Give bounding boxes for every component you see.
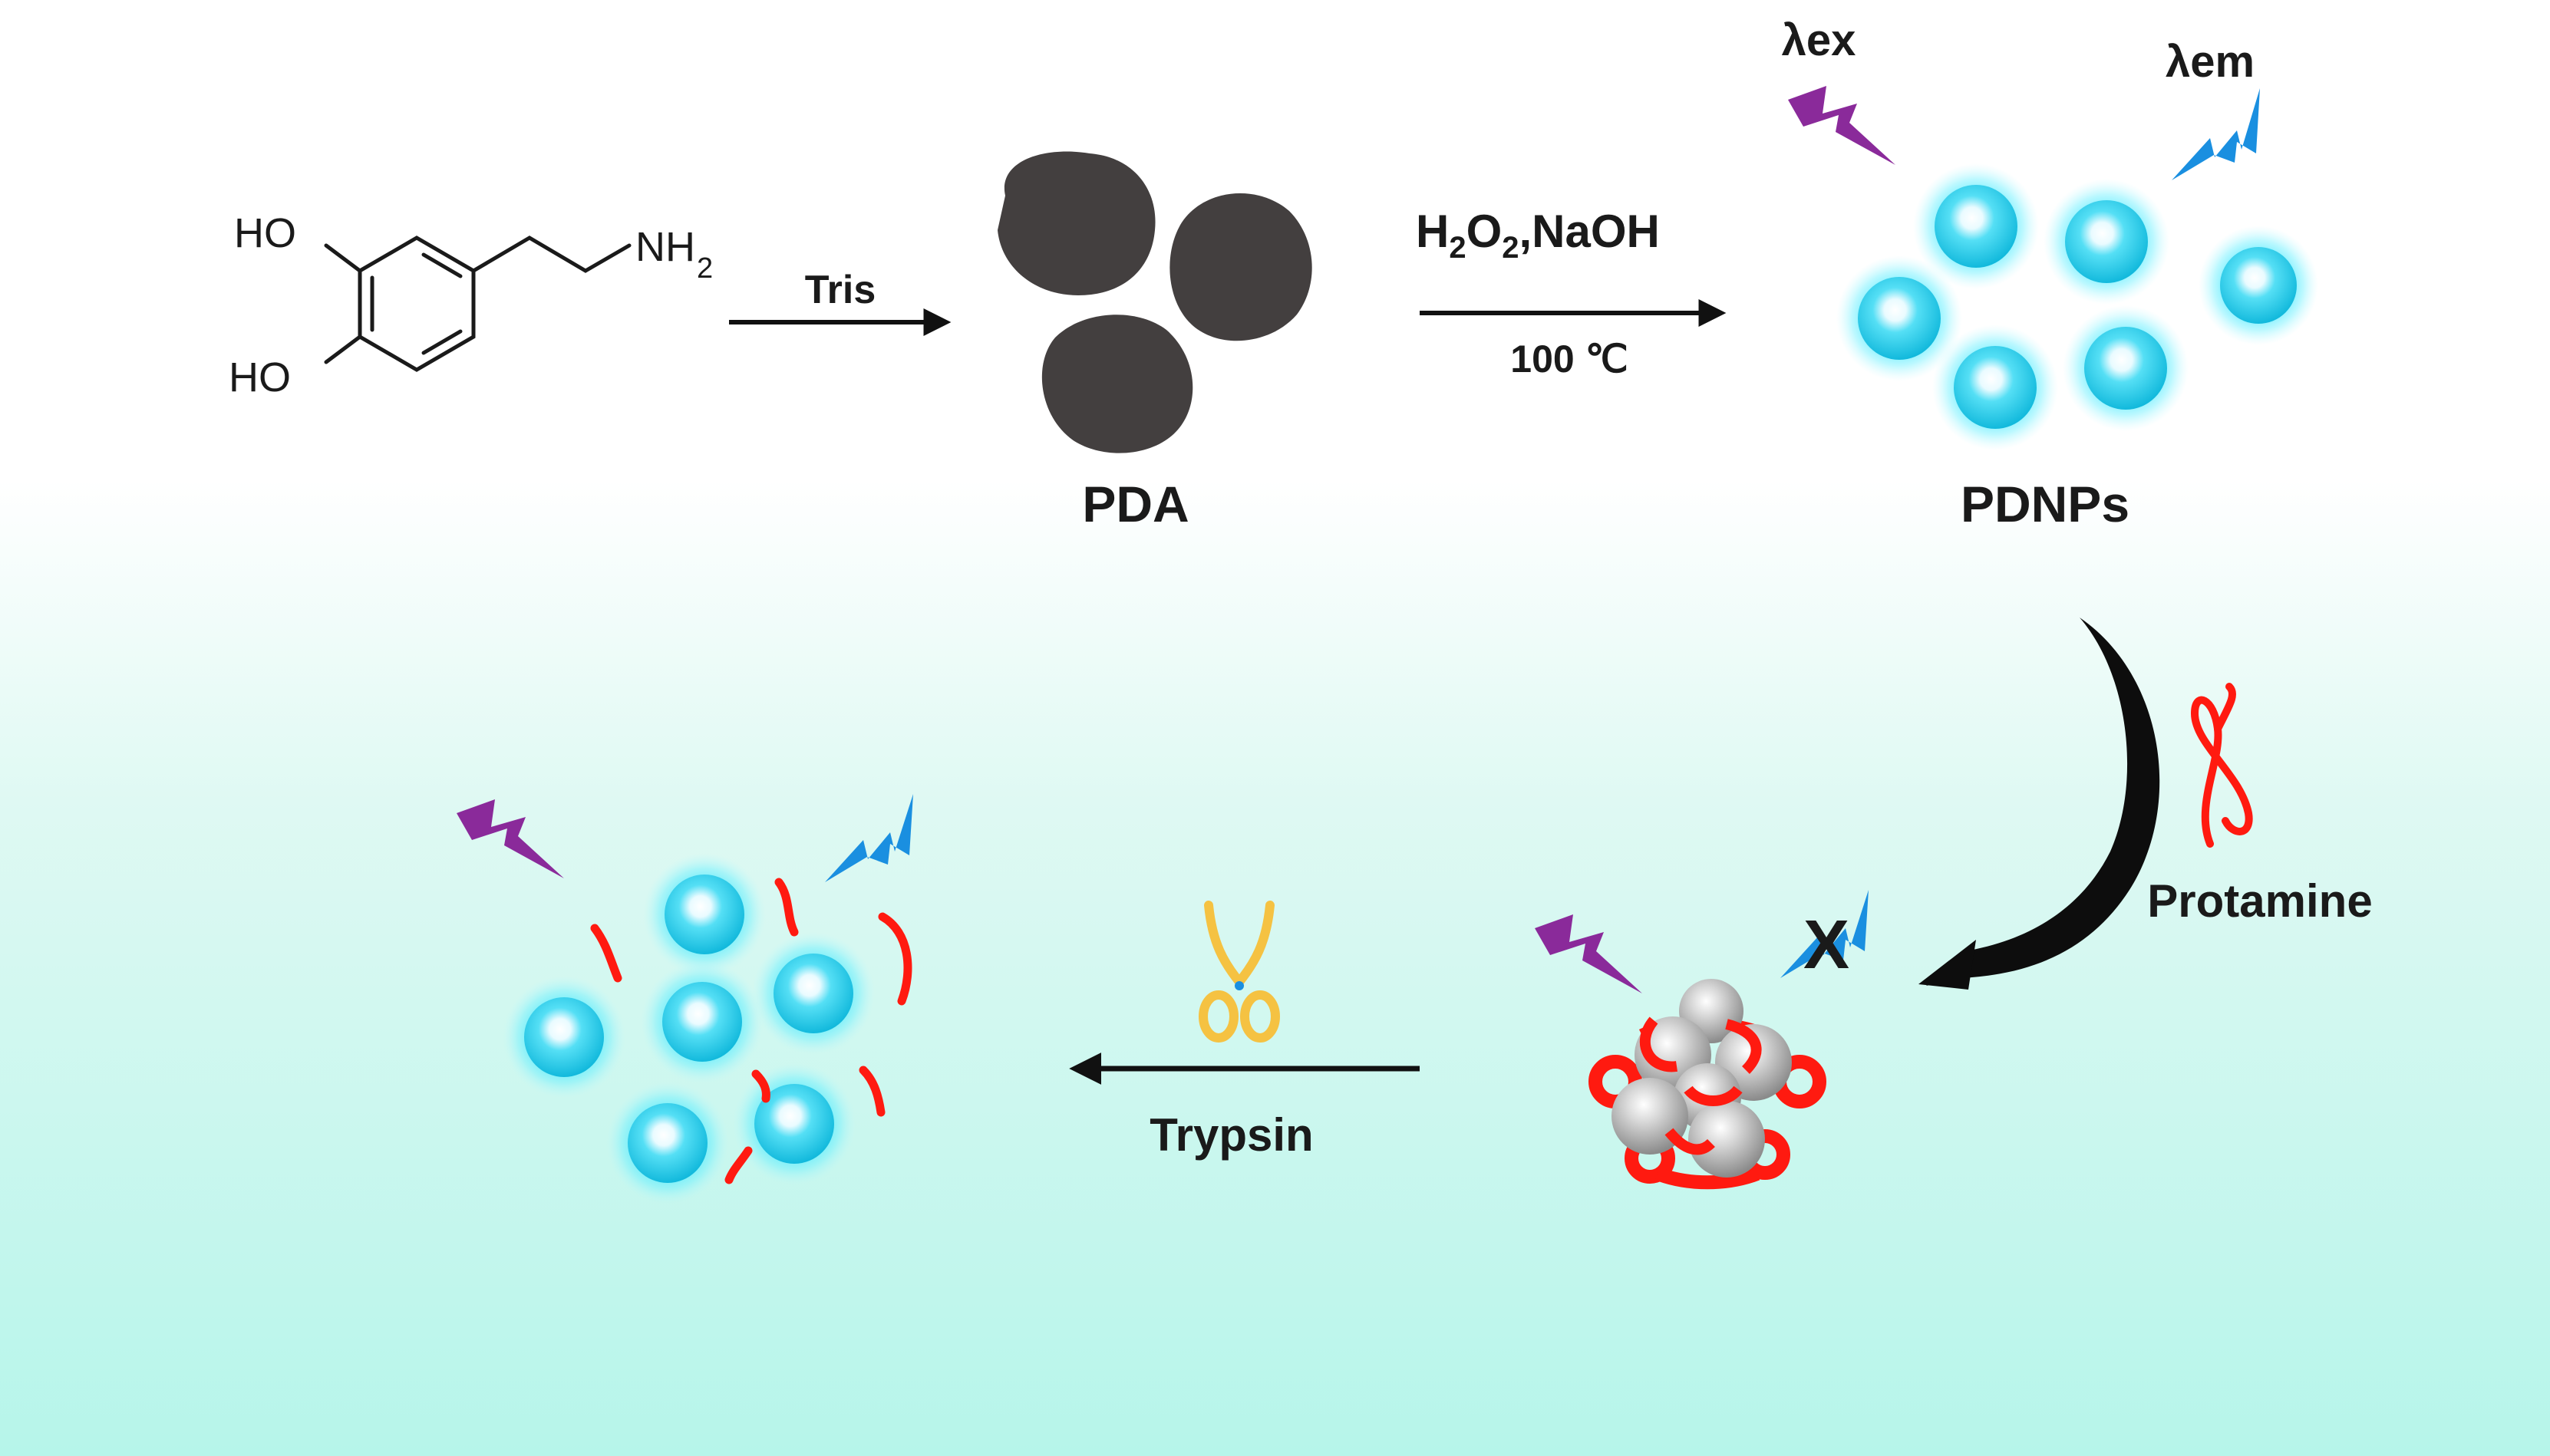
quenched-aggregate [1588, 979, 1826, 1190]
protamine-arrow [1926, 618, 2160, 986]
protamine-icon [2190, 683, 2253, 848]
trypsin-label: Trypsin [1150, 1109, 1313, 1161]
hydroxyl-top-label: HO [234, 210, 296, 256]
quench-mark: X [1803, 907, 1849, 983]
ethylamine-chain [471, 236, 632, 273]
pdnp-particle [1932, 324, 2058, 450]
protamine-fragments [590, 878, 912, 1184]
pdnp-particle [2044, 179, 2169, 305]
pda-particles [998, 151, 1312, 453]
pdnp-particle [641, 960, 764, 1083]
scissors-icon [1199, 901, 1280, 1043]
emission-bolt-icon [1780, 890, 1869, 978]
pdnp-particle [2199, 226, 2318, 345]
pda-particle [998, 151, 1156, 295]
protamine-fragment [724, 1146, 753, 1184]
pdnp-particle [752, 932, 875, 1055]
recovered-cluster [503, 853, 875, 1204]
pdnp-particle [643, 853, 766, 976]
pdnps-cluster [1836, 163, 2318, 450]
pda-label: PDA [1082, 476, 1189, 532]
bond-hydroxyl-top [324, 243, 362, 273]
protamine-strand [1639, 1016, 1677, 1072]
protamine-arrowhead [1918, 940, 1976, 990]
lambda-ex-label: λex [1782, 15, 1856, 65]
excitation-bolt-icon [457, 799, 564, 878]
protamine-fragment [859, 1066, 886, 1117]
protamine-strand [1664, 1128, 1715, 1155]
amine-label: NH [635, 224, 695, 270]
protamine-fragment [878, 912, 912, 1006]
protamine-fragment [751, 1069, 770, 1103]
excitation-bolt-icon [1788, 86, 1895, 165]
tris-label: Tris [805, 268, 876, 312]
aggregate-sphere [1688, 1101, 1765, 1178]
emission-bolt-icon [2172, 88, 2260, 180]
ring-double-bond-top [421, 252, 463, 278]
hydroxyl-bottom-label: HO [229, 354, 291, 400]
pdnp-particle [503, 976, 625, 1099]
amine-subscript: 2 [697, 252, 713, 285]
protamine-label: Protamine [2147, 875, 2372, 927]
emission-bolt-icon [825, 794, 913, 882]
temperature-label: 100 ℃ [1510, 338, 1628, 380]
ring-double-bond-bottom [421, 329, 463, 355]
protamine-fragment [774, 878, 799, 937]
pdnps-label: PDNPs [1961, 476, 2129, 532]
pdnp-particle [2063, 305, 2189, 431]
pdnp-particle [606, 1082, 729, 1204]
reagent-label: H2O2,NaOH [1416, 206, 1660, 265]
pdnp-particle [1836, 255, 1962, 381]
pdnp-particle [733, 1062, 856, 1185]
bond-hydroxyl-bottom [324, 334, 362, 364]
excitation-bolt-icon [1535, 914, 1642, 993]
protamine-strand [1684, 1085, 1743, 1106]
protamine-strand [1654, 1167, 1760, 1190]
protamine-strand [1725, 1019, 1762, 1074]
pda-particle [1169, 193, 1312, 341]
protamine-fragment [590, 924, 622, 983]
lambda-em-label: λem [2166, 37, 2255, 87]
dopamine-molecule [324, 236, 632, 372]
pda-particle [1041, 315, 1193, 453]
pdnp-particle [1913, 163, 2039, 289]
